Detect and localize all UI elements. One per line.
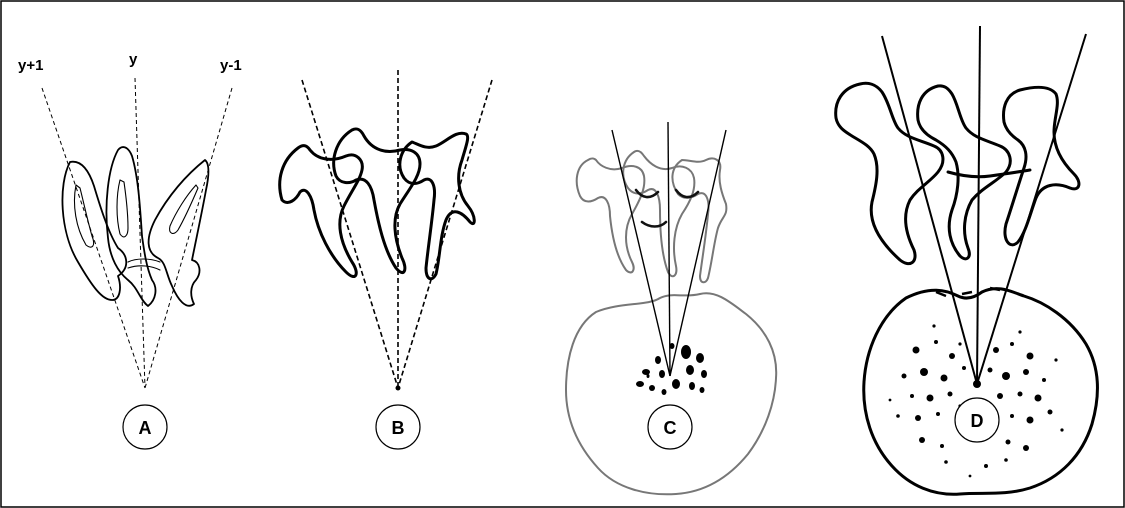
label-y-minus-1: y-1 xyxy=(220,57,242,74)
ray-b-right xyxy=(398,80,492,388)
vertebra-c-left xyxy=(577,159,645,273)
panel-a: y+1 y y-1 A xyxy=(18,51,242,449)
panel-d-letter: D xyxy=(971,411,984,431)
vertebra-a-left xyxy=(62,162,126,300)
vertebra-b-left xyxy=(280,146,363,277)
ray-c-center xyxy=(668,122,670,376)
vertebra-c-middle xyxy=(623,151,694,276)
ray-d-center xyxy=(977,26,980,384)
panel-a-letter: A xyxy=(139,418,152,438)
vertebra-d-left xyxy=(836,83,943,263)
ray-a-left xyxy=(42,88,145,388)
panel-b-letter: B xyxy=(392,418,405,438)
cross-section-c xyxy=(566,293,776,494)
vertebrae-a xyxy=(62,147,208,306)
vertebra-a-middle xyxy=(106,147,155,306)
panel-c: C xyxy=(566,122,776,494)
panel-d: D xyxy=(836,26,1098,494)
cross-section-d xyxy=(864,289,1098,495)
vertebra-a-right xyxy=(149,160,209,306)
vertebra-d-right xyxy=(1004,87,1079,244)
vertebra-b-right xyxy=(400,133,474,279)
focal-point-b xyxy=(396,386,401,391)
ray-a-center xyxy=(135,78,145,388)
vertebrae-b xyxy=(280,129,475,279)
vertebra-c-right xyxy=(672,158,726,282)
vertebrae-c xyxy=(577,151,727,282)
ray-a-right xyxy=(145,88,232,388)
panel-b: B xyxy=(280,70,492,449)
ray-c-left xyxy=(612,130,670,376)
focal-point-d xyxy=(973,380,981,388)
label-y-plus-1: y+1 xyxy=(18,57,43,74)
vertebra-d-middle xyxy=(918,86,1011,259)
panel-c-letter: C xyxy=(664,418,677,438)
label-y: y xyxy=(129,51,138,68)
ray-b-left xyxy=(302,80,398,388)
